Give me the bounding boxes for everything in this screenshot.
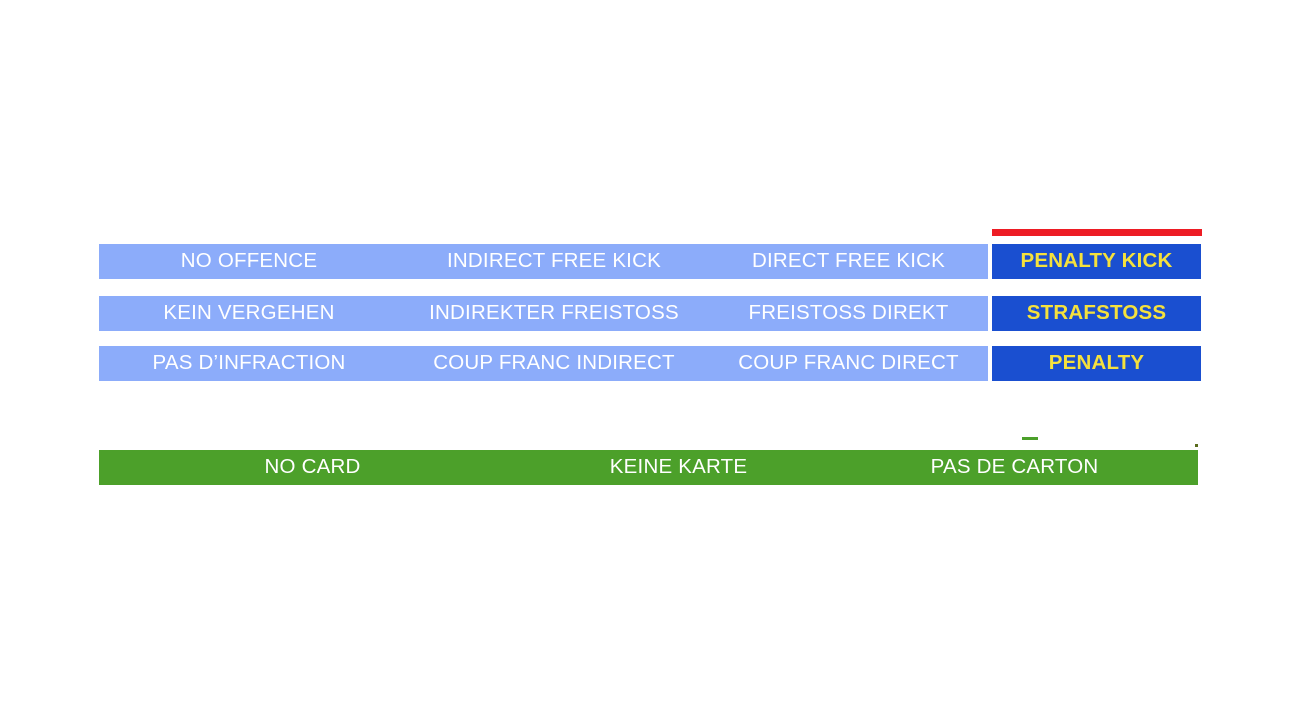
- speck-marker: [1195, 444, 1198, 447]
- card-cell-pas-de-carton[interactable]: PAS DE CARTON: [930, 455, 1099, 479]
- penalty-box-german[interactable]: STRAFSTOSS: [992, 296, 1201, 331]
- penalty-label-german: STRAFSTOSS: [1026, 301, 1167, 325]
- offence-cell-coup-franc-indirect[interactable]: COUP FRANC INDIRECT: [433, 351, 675, 375]
- offence-cell-coup-franc-direct[interactable]: COUP FRANC DIRECT: [738, 351, 959, 375]
- offence-row-english: NO OFFENCE INDIRECT FREE KICK DIRECT FRE…: [99, 244, 988, 279]
- green-dash-marker: [1022, 437, 1038, 440]
- penalty-label-french: PENALTY: [1048, 351, 1145, 375]
- card-cell-no-card[interactable]: NO CARD: [264, 455, 361, 479]
- penalty-box-french[interactable]: PENALTY: [992, 346, 1201, 381]
- offence-cell-kein-vergehen[interactable]: KEIN VERGEHEN: [163, 301, 335, 325]
- offence-cell-direct-free-kick[interactable]: DIRECT FREE KICK: [751, 249, 946, 273]
- penalty-label-english: PENALTY KICK: [1020, 249, 1173, 273]
- offence-cell-pas-d-infraction[interactable]: PAS D’INFRACTION: [152, 351, 346, 375]
- offence-row-french: PAS D’INFRACTION COUP FRANC INDIRECT COU…: [99, 346, 988, 381]
- offence-cell-indirekter-freistoss[interactable]: INDIREKTER FREISTOSS: [429, 301, 679, 325]
- red-marker-bar: [992, 229, 1202, 236]
- card-row: NO CARD KEINE KARTE PAS DE CARTON: [99, 450, 1198, 485]
- offence-cell-no-offence[interactable]: NO OFFENCE: [180, 249, 318, 273]
- penalty-box-english[interactable]: PENALTY KICK: [992, 244, 1201, 279]
- offence-row-german: KEIN VERGEHEN INDIREKTER FREISTOSS FREIS…: [99, 296, 988, 331]
- offence-cell-indirect-free-kick[interactable]: INDIRECT FREE KICK: [447, 249, 661, 273]
- card-cell-keine-karte[interactable]: KEINE KARTE: [609, 455, 748, 479]
- offence-cell-freistoss-direkt[interactable]: FREISTOSS DIREKT: [748, 301, 949, 325]
